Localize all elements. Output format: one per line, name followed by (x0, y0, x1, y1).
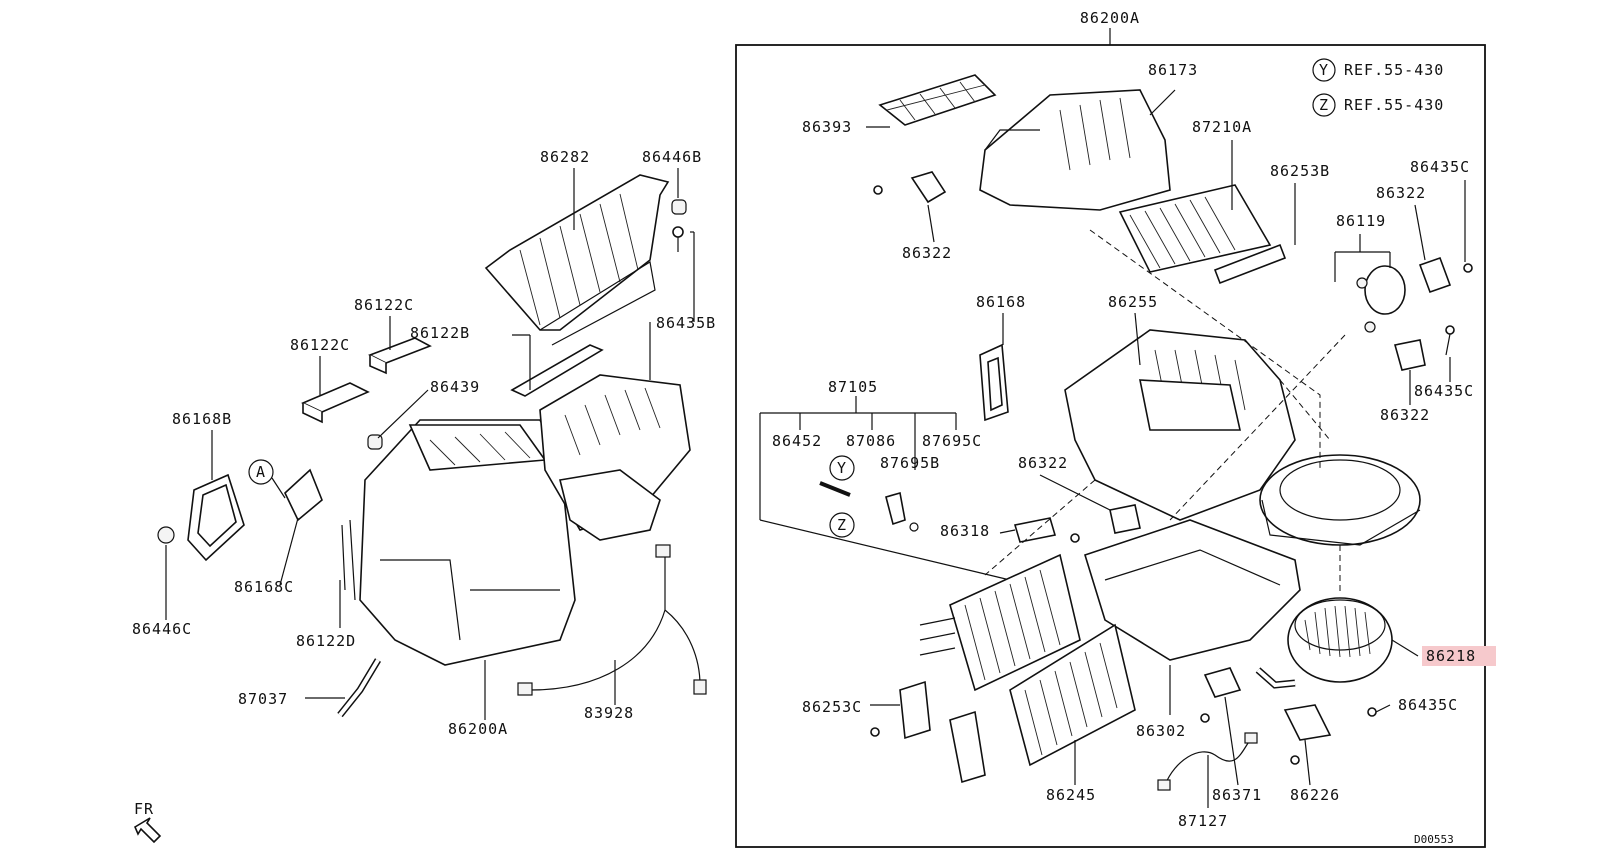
footer-code: D00553 (1414, 833, 1454, 846)
callout-a-letter: A (256, 463, 266, 481)
label-86168c: 86168C (234, 578, 294, 596)
part-labels: 86282 86446B 86435B 86122C 86122C 86122B… (132, 61, 1476, 830)
label-86452: 86452 (772, 432, 822, 450)
callout-a (248, 459, 274, 485)
label-86439: 86439 (430, 378, 480, 396)
harness-87127 (1157, 732, 1258, 791)
label-87086: 87086 (846, 432, 896, 450)
label-86318: 86318 (940, 522, 990, 540)
clip-86446b (671, 199, 687, 215)
highlight-86218 (1422, 646, 1496, 666)
label-86168: 86168 (976, 293, 1026, 311)
hose-87037 (337, 658, 382, 718)
heater-core-86245 (1009, 623, 1136, 767)
label-87037: 87037 (238, 690, 288, 708)
label-86168b: 86168B (172, 410, 232, 428)
screw-86435c-bottom (1367, 707, 1377, 717)
label-86435b: 86435B (656, 314, 716, 332)
ref-y-text: REF.55-430 (1344, 61, 1444, 79)
label-86122b: 86122B (410, 324, 470, 342)
label-86255: 86255 (1108, 293, 1158, 311)
callout-y-letter: Y (837, 459, 847, 477)
actuator-86322-lower (1070, 504, 1141, 543)
leader-lines (165, 89, 1466, 808)
filter-86393 (878, 74, 997, 126)
label-86200a-left: 86200A (448, 720, 508, 738)
blower-motor-86218 (1287, 597, 1393, 683)
seal-86122c (301, 337, 432, 424)
hvac-unit-left (341, 374, 691, 666)
actuator-86322-top (873, 171, 947, 204)
ref-y-letter: Y (1319, 61, 1329, 79)
label-86282: 86282 (540, 148, 590, 166)
harness-83928 (517, 544, 707, 696)
label-86322-d: 86322 (1018, 454, 1068, 472)
label-86393: 86393 (802, 118, 852, 136)
label-86302: 86302 (1136, 722, 1186, 740)
label-86435c-b: 86435C (1414, 382, 1474, 400)
evaporator-core (919, 553, 1081, 692)
screw-86435b (672, 226, 684, 252)
foam-86168 (979, 343, 1009, 422)
label-87695b: 87695B (880, 454, 940, 472)
label-87105: 87105 (828, 378, 878, 396)
label-86173: 86173 (1148, 61, 1198, 79)
label-86253b: 86253B (1270, 162, 1330, 180)
label-86446c: 86446C (132, 620, 192, 638)
label-86322-b: 86322 (1376, 184, 1426, 202)
label-86435c-c: 86435C (1398, 696, 1458, 714)
label-87127: 87127 (1178, 812, 1228, 830)
callout-z-letter: Z (837, 516, 847, 534)
label-86322-a: 86322 (902, 244, 952, 262)
seal-86253b (1213, 243, 1287, 285)
ref-z-letter: Z (1319, 96, 1329, 114)
connector-86302 (1200, 667, 1242, 723)
gasket-86122b (510, 344, 604, 397)
label-86122c-b: 86122C (290, 336, 350, 354)
blower-case (1259, 454, 1421, 546)
motor-86119 (1356, 265, 1406, 333)
ref-legend: Y REF.55-430 Z REF.55-430 (1312, 58, 1444, 117)
bracket-86226 (1283, 704, 1332, 765)
label-86371: 86371 (1212, 786, 1262, 804)
grommet-86439 (367, 434, 383, 450)
label-86119: 86119 (1336, 212, 1386, 230)
actuator-86322-right (1418, 256, 1473, 294)
label-86245: 86245 (1046, 786, 1096, 804)
actuator-86322-mid (1393, 339, 1426, 371)
guide-lines (984, 229, 1346, 595)
bracket-86168c (284, 468, 323, 522)
assembly-label: 86200A (1080, 9, 1140, 27)
housing-86255 (1064, 329, 1296, 521)
duct-86282 (484, 174, 670, 346)
label-87210a: 87210A (1192, 118, 1252, 136)
label-86218: 86218 (1426, 647, 1476, 665)
label-86253c: 86253C (802, 698, 862, 716)
valve-group-87105 (759, 396, 1011, 581)
label-86226: 86226 (1290, 786, 1340, 804)
label-86446b: 86446B (642, 148, 702, 166)
label-86322-c: 86322 (1380, 406, 1430, 424)
hose-86371 (1255, 667, 1296, 689)
callout-y (829, 455, 855, 481)
front-direction-arrow: FR (133, 800, 162, 844)
callout-z (829, 512, 855, 538)
housing-86173 (979, 89, 1171, 211)
sensor-86318 (1013, 517, 1057, 543)
front-direction-label: FR (134, 800, 154, 818)
label-86435c-a: 86435C (1410, 158, 1470, 176)
clip-86446c (157, 526, 175, 544)
label-87695c: 87695C (922, 432, 982, 450)
screw-86435c-mid (1445, 325, 1455, 356)
gasket-86168b (187, 473, 245, 562)
ref-z-text: REF.55-430 (1344, 96, 1444, 114)
label-86122d: 86122D (296, 632, 356, 650)
label-83928: 83928 (584, 704, 634, 722)
bracket-86253c (870, 680, 986, 784)
label-86122c-a: 86122C (354, 296, 414, 314)
